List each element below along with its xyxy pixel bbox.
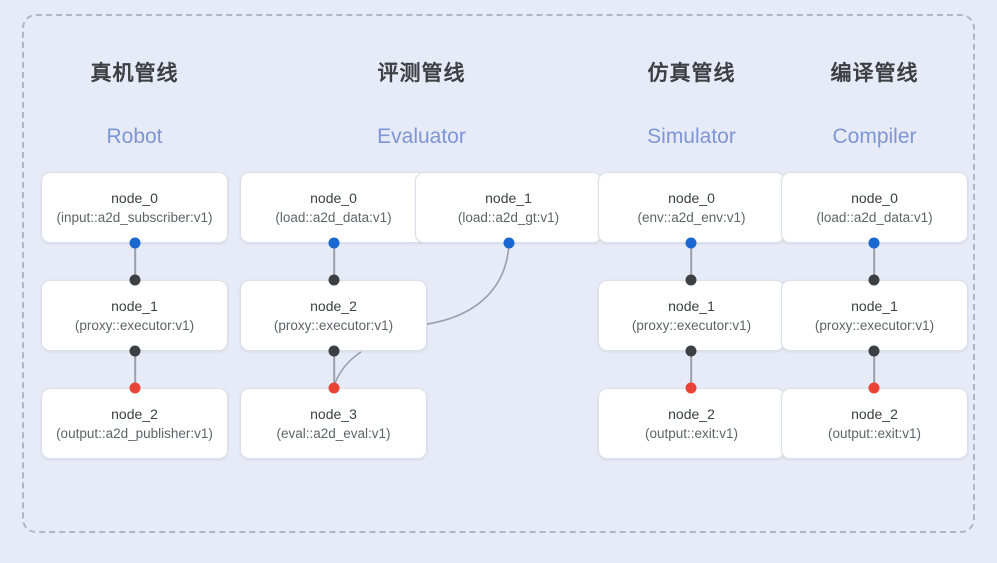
port-evaluator-0-output[interactable] — [328, 237, 340, 249]
node-label-type: (load::a2d_data:v1) — [275, 209, 392, 225]
node-label-name: node_2 — [310, 297, 357, 314]
node-label-type: (load::a2d_data:v1) — [816, 209, 933, 225]
port-robot-2-input[interactable] — [129, 382, 141, 394]
node-label-name: node_1 — [668, 297, 715, 314]
node-label-type: (proxy::executor:v1) — [74, 317, 195, 333]
node-label-type: (proxy::executor:v1) — [273, 317, 394, 333]
node-simulator-0[interactable]: node_0 (env::a2d_env:v1) — [598, 172, 785, 243]
node-label-name: node_3 — [310, 405, 357, 422]
column-subtitle-robot: Robot — [106, 125, 163, 148]
link-evaluator-0-2 — [333, 243, 335, 280]
link-robot-0-1 — [134, 243, 136, 280]
node-label-type: (input::a2d_subscriber:v1) — [56, 209, 213, 225]
node-compiler-0[interactable]: node_0 (load::a2d_data:v1) — [781, 172, 968, 243]
column-subtitle-compiler: Compiler — [832, 125, 917, 148]
node-label-name: node_1 — [485, 189, 532, 206]
column-title-compiler: 编译管线 — [830, 62, 919, 85]
node-label-type: (output::exit:v1) — [827, 425, 922, 441]
node-label-type: (proxy::executor:v1) — [814, 317, 935, 333]
node-evaluator-gt[interactable]: node_1 (load::a2d_gt:v1) — [415, 172, 602, 243]
port-compiler-1-input[interactable] — [868, 274, 880, 286]
port-robot-0-output[interactable] — [129, 237, 141, 249]
node-robot-1[interactable]: node_1 (proxy::executor:v1) — [41, 280, 228, 351]
node-label-name: node_2 — [111, 405, 158, 422]
port-evaluator-3-input[interactable] — [328, 382, 340, 394]
node-simulator-2[interactable]: node_2 (output::exit:v1) — [598, 388, 785, 459]
column-subtitle-evaluator: Evaluator — [377, 125, 466, 148]
node-label-type: (load::a2d_gt:v1) — [457, 209, 560, 225]
node-label-name: node_0 — [310, 189, 357, 206]
column-title-evaluator: 评测管线 — [377, 62, 466, 85]
port-evaluator-2-output[interactable] — [328, 345, 340, 357]
node-compiler-2[interactable]: node_2 (output::exit:v1) — [781, 388, 968, 459]
port-compiler-0-output[interactable] — [868, 237, 880, 249]
port-compiler-2-input[interactable] — [868, 382, 880, 394]
port-evaluator-gt-output[interactable] — [503, 237, 515, 249]
link-simulator-1-2 — [690, 351, 692, 388]
port-simulator-0-output[interactable] — [685, 237, 697, 249]
node-robot-0[interactable]: node_0 (input::a2d_subscriber:v1) — [41, 172, 228, 243]
node-compiler-1[interactable]: node_1 (proxy::executor:v1) — [781, 280, 968, 351]
node-label-name: node_0 — [111, 189, 158, 206]
node-label-name: node_1 — [111, 297, 158, 314]
node-label-name: node_0 — [851, 189, 898, 206]
link-compiler-0-1 — [873, 243, 875, 280]
link-robot-1-2 — [134, 351, 136, 388]
port-robot-1-input[interactable] — [129, 274, 141, 286]
node-label-name: node_1 — [851, 297, 898, 314]
node-robot-2[interactable]: node_2 (output::a2d_publisher:v1) — [41, 388, 228, 459]
node-label-name: node_0 — [668, 189, 715, 206]
link-compiler-1-2 — [873, 351, 875, 388]
node-evaluator-0[interactable]: node_0 (load::a2d_data:v1) — [240, 172, 427, 243]
node-label-type: (env::a2d_env:v1) — [637, 209, 746, 225]
diagram-dashed-frame — [22, 14, 975, 533]
column-title-robot: 真机管线 — [90, 62, 179, 85]
node-label-type: (output::a2d_publisher:v1) — [56, 425, 213, 441]
column-subtitle-simulator: Simulator — [647, 125, 736, 148]
node-evaluator-3[interactable]: node_3 (eval::a2d_eval:v1) — [240, 388, 427, 459]
port-simulator-1-input[interactable] — [685, 274, 697, 286]
node-simulator-1[interactable]: node_1 (proxy::executor:v1) — [598, 280, 785, 351]
column-title-simulator: 仿真管线 — [647, 62, 736, 85]
node-label-type: (eval::a2d_eval:v1) — [276, 425, 391, 441]
node-label-name: node_2 — [851, 405, 898, 422]
port-compiler-1-output[interactable] — [868, 345, 880, 357]
node-label-type: (output::exit:v1) — [644, 425, 739, 441]
node-evaluator-2[interactable]: node_2 (proxy::executor:v1) — [240, 280, 427, 351]
node-label-name: node_2 — [668, 405, 715, 422]
port-simulator-2-input[interactable] — [685, 382, 697, 394]
port-simulator-1-output[interactable] — [685, 345, 697, 357]
link-simulator-0-1 — [690, 243, 692, 280]
node-label-type: (proxy::executor:v1) — [631, 317, 752, 333]
port-robot-1-output[interactable] — [129, 345, 141, 357]
port-evaluator-2-input[interactable] — [328, 274, 340, 286]
